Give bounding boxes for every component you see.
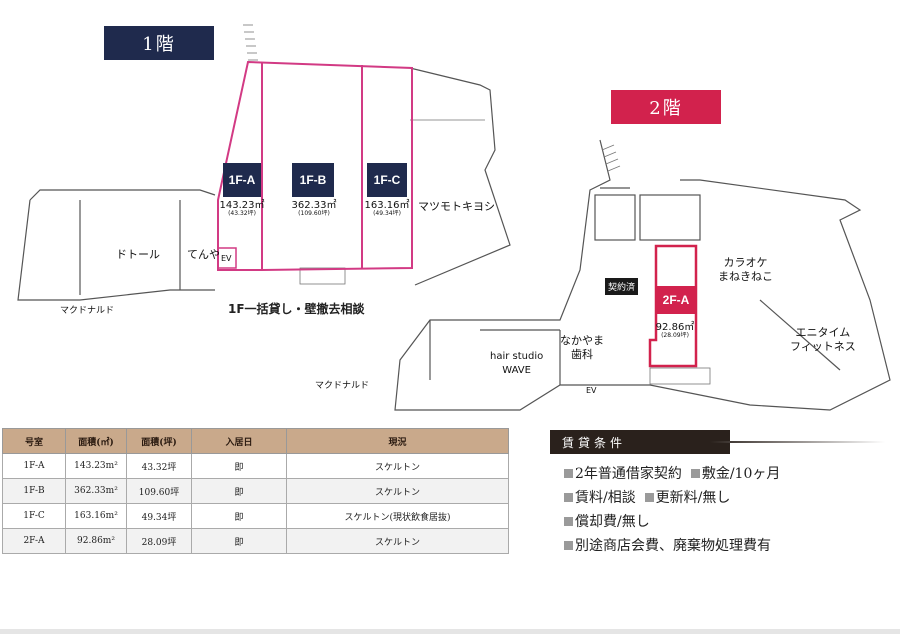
cell: 143.23m²	[65, 453, 127, 479]
table-header-row: 号室 面積(㎡) 面積(坪) 入居日 現況	[2, 428, 509, 454]
terms-divider	[710, 441, 885, 443]
table-row: 2F-A 92.86m² 28.09坪 即 スケルトン	[2, 528, 509, 554]
terms-row: 別途商店会費、廃棄物処理費有	[564, 534, 885, 558]
wall	[29, 189, 216, 201]
floor-1-note: 1F一括貸し・壁撤去相談	[228, 302, 365, 316]
elevator-2f: EV	[586, 386, 597, 395]
bullet-square-icon	[644, 493, 654, 502]
col-movein: 入居日	[191, 428, 287, 454]
unit-1f-b-tsubo: (109.60坪)	[298, 210, 330, 217]
cell: 即	[191, 478, 287, 504]
cell: 109.60坪	[126, 478, 192, 504]
cell: スケルトン	[286, 478, 509, 504]
cell: 即	[191, 528, 287, 554]
cell: 163.16m²	[65, 503, 127, 529]
term-item: 別途商店会費、廃棄物処理費有	[575, 538, 771, 554]
unit-1f-a-tsubo: (43.32坪)	[228, 210, 256, 217]
unit-2f-a-tsubo: (28.09坪)	[661, 332, 689, 339]
col-status: 現況	[286, 428, 509, 454]
bullet-square-icon	[690, 469, 700, 478]
contracted-badge: 契約済	[605, 278, 639, 295]
tenant-nakayama: なかやま 歯科	[560, 334, 604, 361]
terms-row: 賃料/相談 更新料/無し	[564, 486, 885, 510]
leasing-terms: 賃貸条件 2年普通借家契約 敷金/10ヶ月 賃料/相談 更新料/無し 償却費/無…	[550, 428, 885, 558]
cell: スケルトン	[286, 528, 509, 554]
tenant-mcd-1f: マクドナルド	[60, 306, 115, 316]
cell: 92.86m²	[65, 528, 127, 554]
bullet-square-icon	[564, 493, 573, 502]
cell: 43.32坪	[126, 453, 192, 479]
terms-row: 償却費/無し	[564, 510, 885, 534]
bullet-square-icon	[564, 541, 573, 550]
term-item: 償却費/無し	[575, 514, 650, 530]
floor-plan	[17, 24, 891, 411]
unit-1f-b-area: 362.33㎡ (109.60坪)	[284, 200, 344, 218]
term-item: 賃料/相談	[575, 490, 636, 506]
tenant-tenya: てんや	[187, 248, 220, 261]
tenant-anytime: エニタイム フィットネス	[790, 326, 856, 353]
unit-1f-c-area: 163.16㎡ (49.34坪)	[362, 200, 412, 218]
cell: 49.34坪	[126, 503, 192, 529]
elevator-1f: EV	[221, 254, 232, 263]
cell: 362.33m²	[65, 478, 127, 504]
tenant-doutor: ドトール	[116, 248, 160, 261]
table-row: 1F-B 362.33m² 109.60坪 即 スケルトン	[2, 478, 509, 504]
cell: 28.09坪	[126, 528, 192, 554]
unit-1f-c-sqm: 163.16㎡	[364, 200, 410, 211]
cell: 1F-C	[2, 503, 66, 529]
floor-1-badge: 1階	[104, 26, 214, 60]
term-item: 敷金/10ヶ月	[701, 466, 781, 482]
table-row: 1F-C 163.16m² 49.34坪 即 スケルトン(現状飲食居抜)	[2, 503, 509, 529]
tenant-hair-wave: hair studio WAVE	[490, 351, 544, 376]
bottom-strip	[0, 629, 900, 634]
wall	[409, 67, 511, 286]
unit-1f-c-label: 1F-C	[367, 163, 407, 197]
cell: 1F-B	[2, 478, 66, 504]
terms-row: 2年普通借家契約 敷金/10ヶ月	[564, 462, 885, 486]
col-room: 号室	[2, 428, 66, 454]
cell: 即	[191, 453, 287, 479]
wall	[17, 199, 215, 301]
unit-1f-c-tsubo: (49.34坪)	[373, 210, 401, 217]
tenant-mcd-2f: マクドナルド	[315, 381, 370, 391]
table-row: 1F-A 143.23m² 43.32坪 即 スケルトン	[2, 453, 509, 479]
tenant-karaoke: カラオケ まねきねこ	[718, 256, 773, 283]
unit-2f-a-label: 2F-A	[656, 286, 696, 314]
spec-table: 号室 面積(㎡) 面積(坪) 入居日 現況 1F-A 143.23m² 43.3…	[2, 428, 509, 554]
cell: 即	[191, 503, 287, 529]
floor-2-badge: 2階	[611, 90, 721, 124]
bullet-square-icon	[564, 517, 573, 526]
col-area-sqm: 面積(㎡)	[65, 428, 127, 454]
col-area-tsubo: 面積(坪)	[126, 428, 192, 454]
term-item: 2年普通借家契約	[575, 466, 682, 482]
unit-1f-a-area: 143.23㎡ (43.32坪)	[218, 200, 266, 218]
unit-1f-a-label: 1F-A	[223, 163, 261, 197]
cell: スケルトン	[286, 453, 509, 479]
cell: 1F-A	[2, 453, 66, 479]
unit-2f-a-area: 92.86㎡ (28.09坪)	[651, 322, 699, 340]
term-item: 更新料/無し	[655, 490, 731, 506]
cell: スケルトン(現状飲食居抜)	[286, 503, 509, 529]
unit-1f-b-sqm: 362.33㎡	[291, 200, 337, 211]
cell: 2F-A	[2, 528, 66, 554]
unit-1f-b-label: 1F-B	[292, 163, 334, 197]
unit-1f-a-sqm: 143.23㎡	[219, 200, 265, 211]
wall	[394, 139, 891, 411]
bullet-square-icon	[564, 469, 573, 478]
terms-header: 賃貸条件	[550, 428, 885, 456]
unit-2f-a-sqm: 92.86㎡	[655, 322, 695, 333]
terms-title: 賃貸条件	[550, 430, 730, 454]
tenant-matsumoto: マツモトキヨシ	[418, 200, 495, 213]
